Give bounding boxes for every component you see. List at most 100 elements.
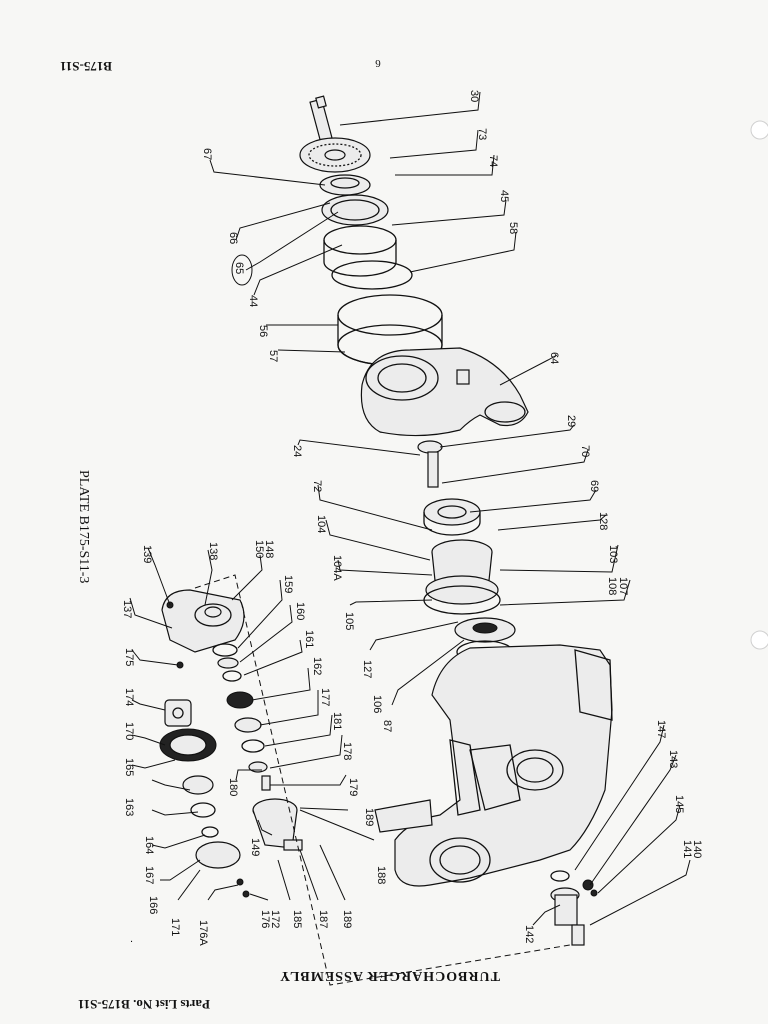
plate-part-166 [195,841,241,869]
callout-106: 106 [371,695,383,713]
stray-mark: . [130,933,133,945]
seal-ring-part-45 [323,225,397,277]
callout-176: 176 [259,910,271,928]
callout-57: 57 [267,350,279,362]
cover-plate-part-138 [161,589,245,653]
callout-145: 145 [673,795,685,813]
callout-44: 44 [247,295,259,307]
gear-part-162 [226,691,254,709]
callout-187: 187 [317,910,329,928]
punch-hole-bottom [750,630,768,650]
callout-148: 148 [263,540,275,558]
callout-176a: 176A [197,920,209,946]
housing-part-106 [454,617,516,664]
center-housing-part-103 [423,539,501,615]
callout-45: 45 [498,190,510,202]
callout-138: 138 [207,542,219,560]
callout-149: 149 [249,838,261,856]
fitting-part-143 [582,879,594,891]
plate-number: PLATE B175-S11-3 [76,470,91,583]
callout-147: 147 [655,720,667,738]
o-ring-part-147 [550,870,570,882]
bearing-part-66 [321,194,389,226]
callout-104a: 104A [331,555,343,581]
shaft-part-179 [261,775,271,791]
callout-150: 150 [253,540,265,558]
exhaust-housing-part-64 [360,347,529,437]
callout-141: 141 [681,840,693,858]
fitting-part-145 [590,889,598,897]
callout-70: 70 [579,445,591,457]
callout-64: 64 [548,352,560,364]
callout-159: 159 [282,575,294,593]
callout-103: 103 [607,545,619,563]
callout-185: 185 [291,910,303,928]
callout-179: 179 [347,778,359,796]
drive-gear-part-165 [159,728,217,762]
callout-172: 172 [269,910,281,928]
callout-167: 167 [143,866,155,884]
callout-72: 72 [311,480,323,492]
callout-74: 74 [487,155,499,167]
callout-30: 30 [468,90,480,102]
callout-161: 161 [303,630,315,648]
callout-143: 143 [667,750,679,768]
callout-58: 58 [507,222,519,234]
shaft-part-29 [417,440,443,488]
callout-162: 162 [311,657,323,675]
parts-list-number: Parts List No. B175-S11 [78,997,210,1012]
callout-67: 67 [201,148,213,160]
callout-108: 108 [606,577,618,595]
top-left-code: B175-S11 [60,59,112,74]
bearing-ring-part-67 [319,174,371,196]
callout-166: 166 [147,896,159,914]
spacer-part-161 [222,670,242,682]
callout-labels: 30 73 74 67 45 58 66 65 44 56 57 64 29 2… [121,90,703,946]
callout-164: 164 [143,836,155,854]
callout-65-circle [231,254,253,286]
callout-188: 188 [375,866,387,884]
callout-24: 24 [291,445,303,457]
callout-178: 178 [341,742,353,760]
callout-73: 73 [476,128,488,140]
callout-177: 177 [319,688,331,706]
screw-part-176 [242,890,250,898]
page-mark: 6 [375,57,381,69]
callout-181: 181 [331,712,343,730]
callout-163: 163 [123,798,135,816]
assembly-dash-line [194,574,571,986]
callout-105: 105 [343,612,355,630]
callout-174: 174 [123,688,135,706]
gear-case-housing [374,644,613,887]
callout-140: 140 [691,840,703,858]
callout-170: 170 [123,722,135,740]
punch-hole-top [750,120,768,140]
callout-56: 56 [257,325,269,337]
callout-87: 87 [381,720,393,732]
callout-128: 128 [597,512,609,530]
callout-127: 127 [361,660,373,678]
bearing-part-163 [182,775,214,795]
shaft-part-30 [309,95,333,142]
bearing-part-160 [217,657,239,669]
callout-66: 66 [227,232,239,244]
callout-165: 165 [123,758,135,776]
seal-part-159 [212,643,238,657]
callout-107: 107 [617,577,629,595]
callout-175: 175 [123,648,135,666]
callout-180: 180 [227,778,239,796]
callout-65: 65 [233,262,245,274]
callout-137: 137 [121,600,133,618]
seal-part-164 [190,802,216,818]
callout-69: 69 [588,480,600,492]
bearing-part-177 [234,717,262,733]
callout-139: 139 [141,545,153,563]
pump-body-part-149 [252,798,303,851]
ring-part-181 [241,739,265,753]
bearing-housing-part-69 [423,498,481,536]
coupling-part-174 [164,699,192,727]
ring-part-58 [331,260,413,290]
oil-pump-part-142 [550,887,585,946]
